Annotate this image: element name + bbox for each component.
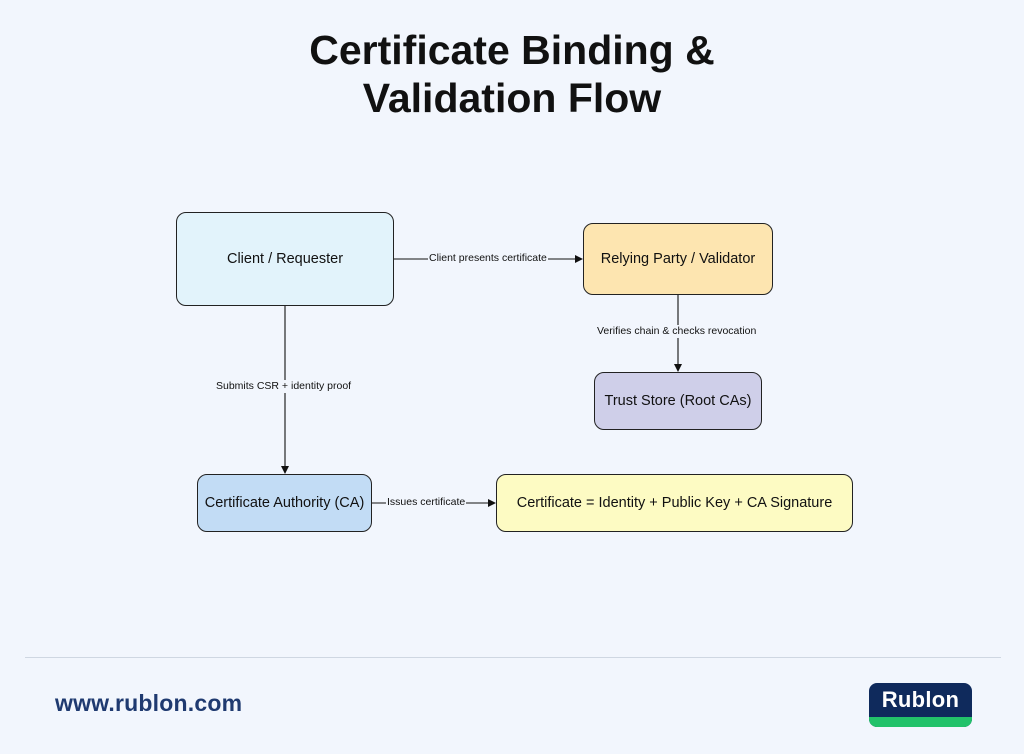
logo-green-bar	[869, 717, 972, 727]
edge-label-submits-csr: Submits CSR + identity proof	[215, 380, 353, 393]
node-certificate-authority-label: Certificate Authority (CA)	[204, 495, 365, 511]
rublon-logo: Rublon	[869, 683, 972, 727]
node-client-label: Client / Requester	[226, 251, 344, 267]
title-line-2: Validation Flow	[362, 75, 662, 121]
diagram-title: Certificate Binding & Validation Flow	[0, 26, 1024, 122]
logo-text: Rublon	[881, 687, 960, 712]
node-relying-party-label: Relying Party / Validator	[600, 251, 756, 267]
node-certificate-label: Certificate = Identity + Public Key + CA…	[516, 495, 833, 511]
edge-label-client-presents: Client presents certificate	[428, 252, 548, 265]
edge-label-issues-certificate: Issues certificate	[386, 496, 467, 509]
footer-url[interactable]: www.rublon.com	[55, 690, 243, 716]
node-certificate-authority: Certificate Authority (CA)	[197, 474, 372, 532]
edge-label-verifies-chain: Verifies chain & checks revocation	[596, 325, 758, 338]
node-trust-store-label: Trust Store (Root CAs)	[604, 393, 752, 409]
title-line-1: Certificate Binding &	[309, 27, 715, 73]
node-client: Client / Requester	[176, 212, 394, 306]
node-certificate: Certificate = Identity + Public Key + CA…	[496, 474, 853, 532]
node-relying-party: Relying Party / Validator	[583, 223, 773, 295]
node-trust-store: Trust Store (Root CAs)	[594, 372, 762, 430]
footer-divider	[25, 657, 1001, 658]
